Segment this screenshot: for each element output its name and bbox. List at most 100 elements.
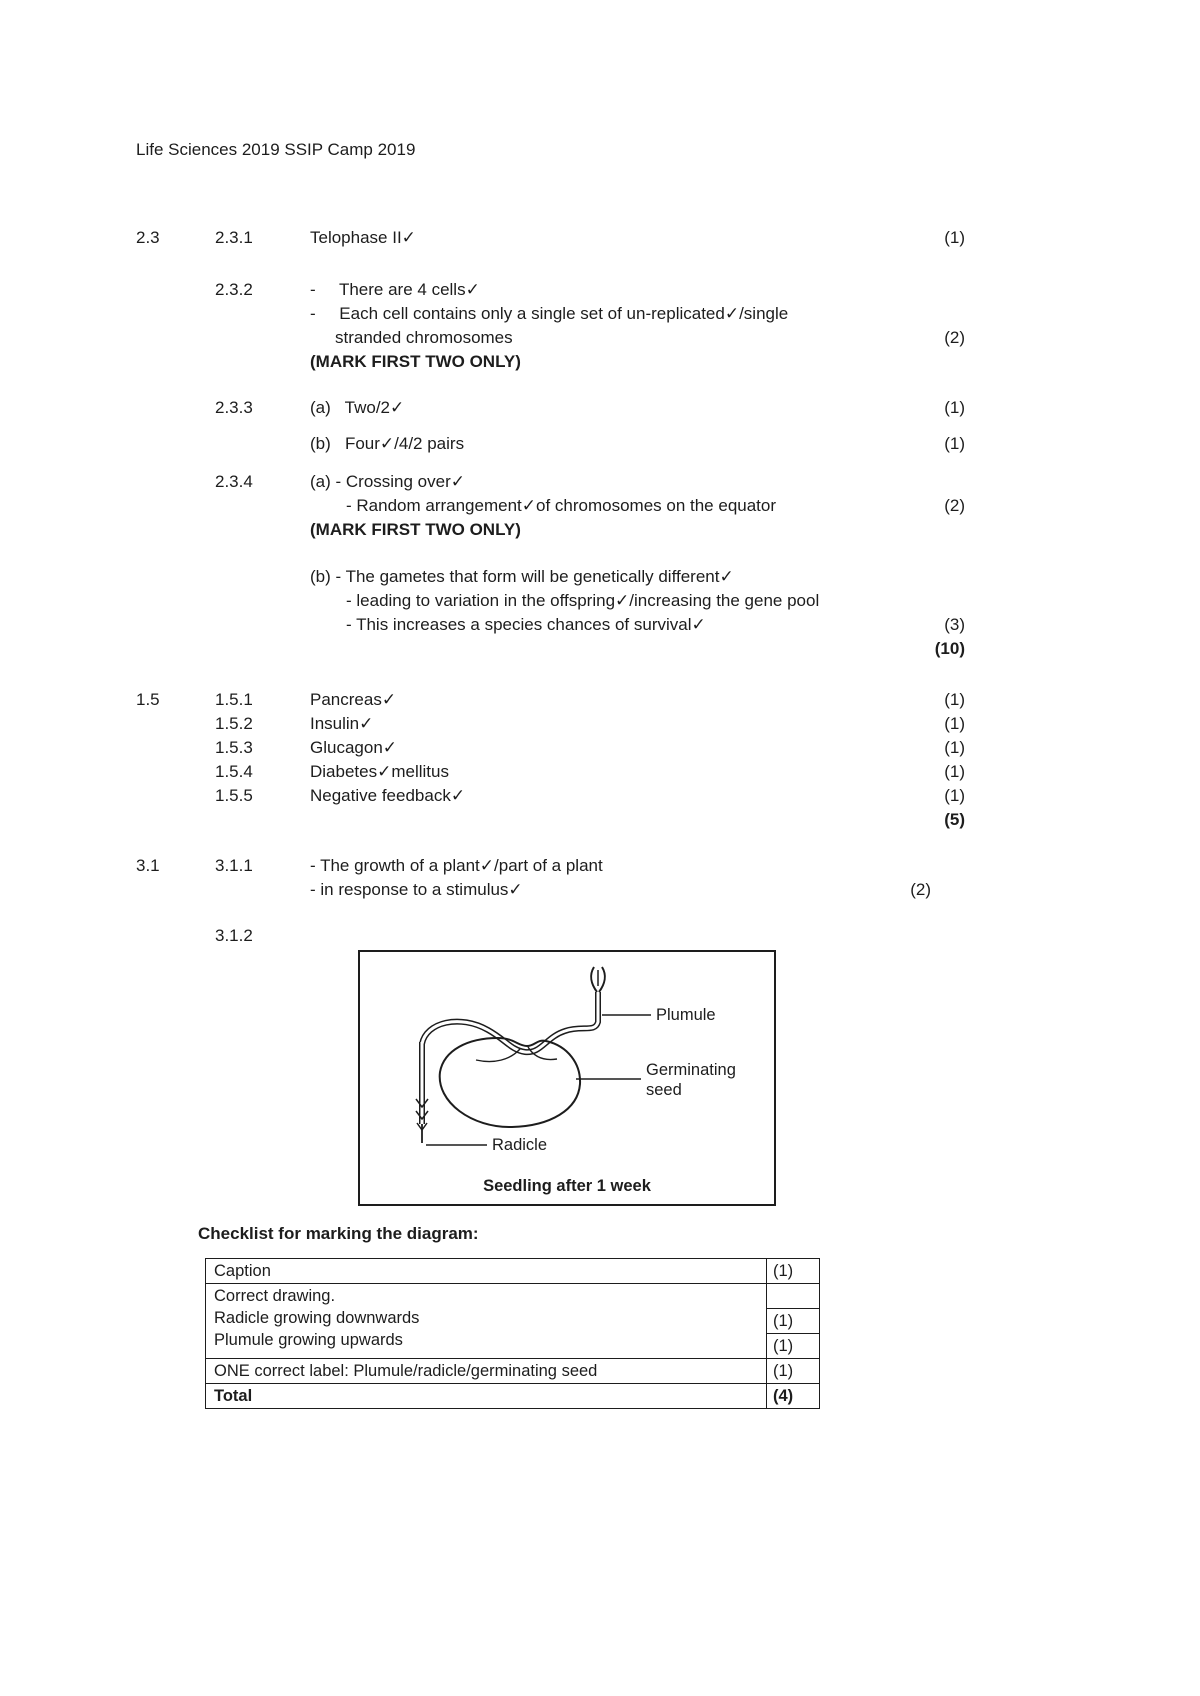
answer-row: 3.1 3.1.1 - The growth of a plant✓/part … bbox=[136, 854, 965, 878]
answer-line: Insulin✓ bbox=[310, 714, 374, 733]
answer-row: 2.3 2.3.1 Telophase II✓ (1) bbox=[136, 226, 965, 250]
answer-line: - Each cell contains only a single set o… bbox=[310, 304, 789, 323]
answer-line: - in response to a stimulus✓ bbox=[310, 880, 523, 899]
checklist-mark-cell: (1) bbox=[766, 1358, 820, 1384]
root-hair-chevron bbox=[415, 1110, 429, 1121]
sub-question-number: 2.3.1 bbox=[215, 228, 253, 247]
question-number bbox=[136, 878, 215, 902]
question-number bbox=[136, 396, 215, 420]
diagram-label-germinating-seed: Germinating seed bbox=[646, 1060, 736, 1100]
question-number bbox=[136, 350, 215, 374]
checklist-criterion: Caption bbox=[205, 1258, 767, 1284]
mark-value: (1) bbox=[944, 690, 965, 709]
question-number bbox=[136, 278, 215, 302]
sub-question-number bbox=[215, 878, 310, 902]
answer-line: (a) - Crossing over✓ bbox=[310, 472, 466, 491]
answer-row: (b) - The gametes that form will be gene… bbox=[136, 565, 965, 589]
checklist-line: Plumule growing upwards bbox=[214, 1331, 403, 1349]
marking-note: (MARK FIRST TWO ONLY) bbox=[310, 352, 521, 371]
question-number bbox=[136, 432, 215, 456]
answer-row: 1.5.4 Diabetes✓mellitus (1) bbox=[136, 760, 965, 784]
answer-row: - Random arrangement✓of chromosomes on t… bbox=[136, 494, 965, 518]
answer-row: (MARK FIRST TWO ONLY) bbox=[136, 350, 965, 374]
answer-row: 1.5.2 Insulin✓ (1) bbox=[136, 712, 965, 736]
answer-row: 2.3.3 (a) Two/2✓ (1) bbox=[136, 396, 965, 420]
mark-value: (1) bbox=[944, 398, 965, 417]
answer-row: 2.3.4 (a) - Crossing over✓ bbox=[136, 470, 965, 494]
question-number bbox=[136, 589, 215, 613]
question-number bbox=[136, 808, 215, 832]
answer-row: stranded chromosomes (2) bbox=[136, 326, 965, 350]
sub-question-number bbox=[215, 589, 310, 613]
mark-value bbox=[890, 854, 965, 878]
checklist-total-label: Total bbox=[205, 1383, 767, 1409]
mark-value: (1) bbox=[773, 1262, 794, 1280]
mark-value: (1) bbox=[773, 1362, 794, 1380]
mark-value bbox=[890, 302, 965, 326]
sub-question-number bbox=[215, 565, 310, 589]
sub-question-number: 1.5.5 bbox=[215, 786, 253, 805]
mark-value: (2) bbox=[944, 496, 965, 515]
answer-line: (a) Two/2✓ bbox=[310, 398, 405, 417]
answer-line: Diabetes✓mellitus bbox=[310, 762, 449, 781]
sub-question-number: 1.5.4 bbox=[215, 762, 253, 781]
checklist-criterion: ONE correct label: Plumule/radicle/germi… bbox=[205, 1358, 767, 1384]
plumule-leaf bbox=[590, 966, 598, 993]
mark-value: (1) bbox=[944, 434, 965, 453]
checklist-row: ONE correct label: Plumule/radicle/germi… bbox=[205, 1358, 820, 1384]
answer-row: (5) bbox=[136, 808, 965, 832]
sub-question-number bbox=[215, 494, 310, 518]
question-number bbox=[136, 302, 215, 326]
answer-line: - Random arrangement✓of chromosomes on t… bbox=[346, 496, 777, 515]
answer-row: - This increases a species chances of su… bbox=[136, 613, 965, 637]
checklist-row-total: Total (4) bbox=[205, 1383, 820, 1409]
seed-inner-detail bbox=[527, 1046, 558, 1061]
answer-line bbox=[310, 637, 890, 661]
diagram-label-radicle: Radicle bbox=[492, 1136, 548, 1154]
plumule-leaf bbox=[598, 966, 606, 993]
question-number: 2.3 bbox=[136, 228, 160, 247]
answer-row: - Each cell contains only a single set o… bbox=[136, 302, 965, 326]
seedling-diagram: Plumule Germinating seed Radicle Seedlin… bbox=[358, 950, 776, 1206]
question-number bbox=[136, 924, 215, 948]
sub-question-number: 2.3.4 bbox=[215, 472, 253, 491]
mark-value bbox=[890, 350, 965, 374]
answer-row: - in response to a stimulus✓ (2) bbox=[136, 878, 965, 902]
seed-outline bbox=[438, 1036, 582, 1129]
sub-question-number bbox=[215, 518, 310, 542]
question-number bbox=[136, 736, 215, 760]
sub-question-number: 1.5.3 bbox=[215, 738, 253, 757]
checklist-mark-cell: (4) bbox=[766, 1383, 820, 1409]
answer-row: 2.3.2 - There are 4 cells✓ bbox=[136, 278, 965, 302]
mark-value bbox=[890, 565, 965, 589]
root-hair-chevron bbox=[415, 1098, 429, 1109]
diagram-label-plumule: Plumule bbox=[656, 1006, 716, 1024]
mark-value: (2) bbox=[910, 880, 931, 899]
checklist-line: Correct drawing. bbox=[214, 1287, 336, 1305]
answer-line bbox=[310, 808, 890, 832]
sub-question-number bbox=[215, 637, 310, 661]
sub-question-number bbox=[215, 302, 310, 326]
mark-value: (1) bbox=[944, 762, 965, 781]
answer-row: (MARK FIRST TWO ONLY) bbox=[136, 518, 965, 542]
question-number: 1.5 bbox=[136, 690, 160, 709]
answer-line bbox=[310, 924, 890, 948]
answer-row: - leading to variation in the offspring✓… bbox=[136, 589, 965, 613]
sub-question-number: 2.3.3 bbox=[215, 398, 253, 417]
section-total-mark: (5) bbox=[944, 810, 965, 829]
answer-line: Glucagon✓ bbox=[310, 738, 398, 757]
mark-value: (1) bbox=[944, 228, 965, 247]
answer-line: Negative feedback✓ bbox=[310, 786, 466, 805]
mark-value bbox=[890, 589, 965, 613]
question-number bbox=[136, 760, 215, 784]
sub-question-number bbox=[215, 326, 310, 350]
mark-value: (1) bbox=[944, 738, 965, 757]
question-number bbox=[136, 326, 215, 350]
mark-value bbox=[767, 1284, 819, 1309]
mark-value: (2) bbox=[944, 328, 965, 347]
memo-content: Life Sciences 2019 SSIP Camp 2019 2.3 2.… bbox=[136, 140, 965, 1409]
checklist-mark-cell: (1) bbox=[766, 1258, 820, 1284]
answer-line: - leading to variation in the offspring✓… bbox=[346, 591, 820, 610]
answer-line: (b) Four✓/4/2 pairs bbox=[310, 434, 465, 453]
